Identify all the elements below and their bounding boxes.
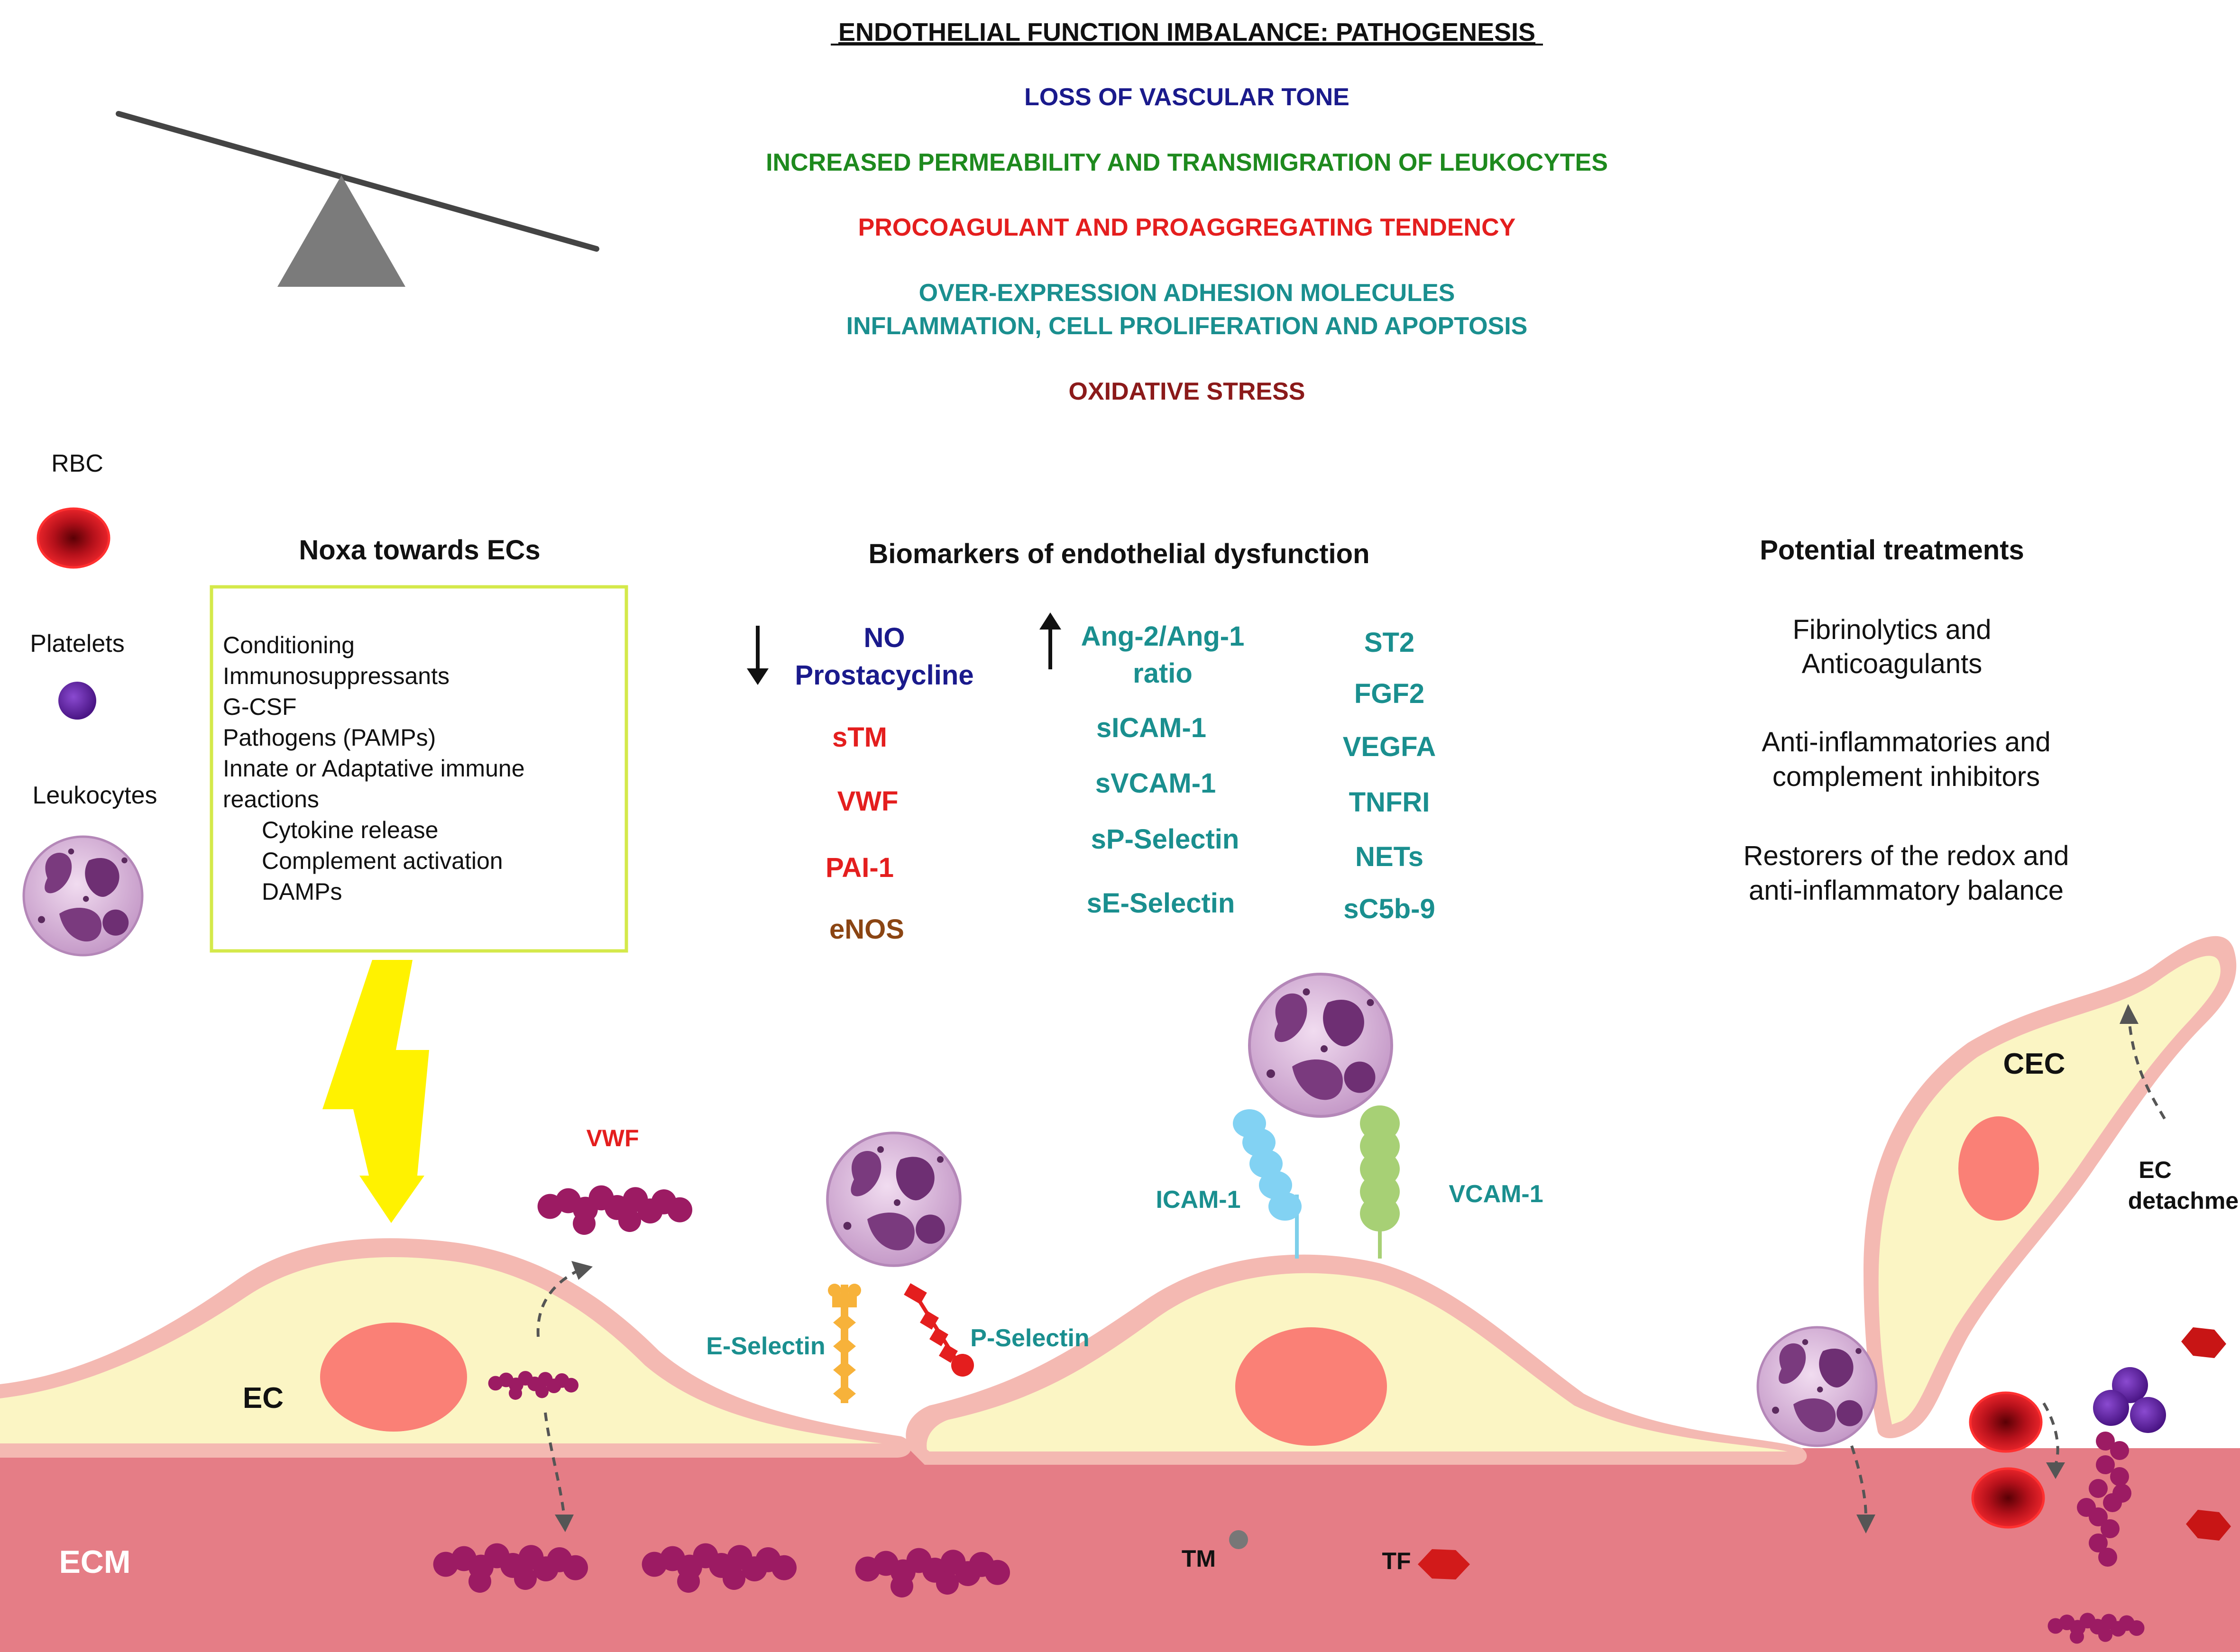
biomarker-nets: NETs xyxy=(1355,841,1423,872)
lightning-bolt-icon xyxy=(322,960,429,1223)
biomarker-st2: ST2 xyxy=(1364,627,1414,658)
vwf-multimer-released xyxy=(537,1185,692,1235)
seesaw-icon xyxy=(116,111,599,287)
ec-label: EC xyxy=(243,1382,284,1415)
biomarker-no: NO xyxy=(864,622,905,653)
tm-molecule-icon xyxy=(1229,1530,1248,1549)
endothelial-cell-middle xyxy=(906,1254,1807,1465)
biomarker-prostacycline: Prostacycline xyxy=(795,660,973,691)
biomarker-sc5b9: sC5b-9 xyxy=(1343,894,1435,924)
tf-molecule-icon xyxy=(2186,1510,2231,1541)
endothelial-cell-left xyxy=(0,1238,911,1458)
treatment-item: Restorers of the redox and xyxy=(1744,840,2069,871)
vwf-label: VWF xyxy=(586,1125,639,1151)
legend-rbc-label: RBC xyxy=(51,450,103,477)
legend-platelets-label: Platelets xyxy=(30,630,124,657)
noxa-item: Conditioning xyxy=(223,632,355,658)
noxa-subitem: Cytokine release xyxy=(262,817,438,843)
nucleus-cec xyxy=(1958,1116,2039,1221)
vcam1-label: VCAM-1 xyxy=(1449,1180,1543,1208)
vwf-secretion-arrows xyxy=(536,1269,579,1517)
cec-label: CEC xyxy=(2003,1048,2066,1080)
biomarker-vegfa: VEGFA xyxy=(1343,731,1436,762)
up-arrow-icon xyxy=(1039,612,1061,669)
biomarker-pai1: PAI-1 xyxy=(826,852,894,883)
treatment-item: anti-inflammatory balance xyxy=(1749,875,2064,906)
treatment-item: Anti-inflammatories and xyxy=(1762,727,2050,758)
biomarker-ang-ratio: Ang-2/Ang-1 xyxy=(1081,621,1245,652)
p-selectin-molecule xyxy=(904,1283,974,1377)
noxa-subitem: DAMPs xyxy=(262,878,342,905)
rbc-extravasated xyxy=(1973,1469,2044,1527)
header-line-permeability: INCREASED PERMEABILITY AND TRANSMIGRATIO… xyxy=(766,149,1608,176)
arrowhead-icon xyxy=(571,1261,593,1280)
down-arrow-icon xyxy=(747,626,769,685)
p-selectin-label: P-Selectin xyxy=(970,1324,1089,1352)
vcam1-molecule xyxy=(1360,1105,1400,1232)
nucleus-middle xyxy=(1235,1327,1387,1446)
leukocyte-rolling xyxy=(827,1133,960,1266)
tm-label: TM xyxy=(1182,1545,1216,1572)
tf-label: TF xyxy=(1382,1548,1411,1574)
leukocyte-icon xyxy=(24,837,142,955)
extravasation-arrow xyxy=(2042,1402,2065,1479)
icam1-molecule xyxy=(1233,1109,1302,1221)
ec-detachment-label: EC xyxy=(2139,1157,2171,1183)
platelet-icon xyxy=(58,682,96,720)
noxa-item: reactions xyxy=(223,786,319,812)
treatment-item: Anticoagulants xyxy=(1802,648,1982,679)
nucleus-left xyxy=(320,1323,467,1432)
platelet-cluster xyxy=(2093,1367,2166,1433)
treatment-item: Fibrinolytics and xyxy=(1792,614,1991,645)
header-line-adhesion: OVER-EXPRESSION ADHESION MOLECULES xyxy=(919,279,1455,307)
noxa-title: Noxa towards ECs xyxy=(299,535,540,566)
noxa-item: G-CSF xyxy=(223,694,297,720)
biomarker-vwf: VWF xyxy=(837,786,899,817)
ecm-layer xyxy=(0,1448,2240,1652)
header-title: ENDOTHELIAL FUNCTION IMBALANCE: PATHOGEN… xyxy=(838,18,1535,46)
noxa-box xyxy=(210,585,628,953)
e-selectin-molecule xyxy=(828,1284,861,1403)
biomarker-tnfri: TNFRI xyxy=(1349,787,1430,818)
vwf-aggregate xyxy=(2077,1432,2131,1567)
biomarker-fgf2: FGF2 xyxy=(1354,678,1424,709)
icam1-label: ICAM-1 xyxy=(1156,1186,1240,1214)
detachment-arrow xyxy=(2120,1004,2166,1120)
biomarker-stm: sTM xyxy=(832,722,887,753)
noxa-list: Conditioning Immunosuppressants G-CSF Pa… xyxy=(223,632,525,905)
biomarker-ang-ratio-2: ratio xyxy=(1133,658,1193,689)
rbc-extravasated xyxy=(1970,1393,2041,1451)
leukocyte-adhered xyxy=(1249,974,1392,1116)
biomarker-se-selectin: sE-Selectin xyxy=(1087,888,1235,919)
e-selectin-label: E-Selectin xyxy=(706,1333,825,1360)
tf-molecule-icon xyxy=(2181,1327,2226,1358)
noxa-subitem: Complement activation xyxy=(262,848,503,874)
noxa-item: Pathogens (PAMPs) xyxy=(223,724,436,751)
header-line-oxidative: OXIDATIVE STRESS xyxy=(1069,378,1305,405)
header-line-procoagulant: PROCOAGULANT AND PROAGGREGATING TENDENCY xyxy=(858,214,1516,241)
arrowhead-icon xyxy=(555,1515,574,1532)
biomarker-svcam1: sVCAM-1 xyxy=(1095,768,1216,799)
biomarker-sp-selectin: sP-Selectin xyxy=(1091,824,1239,855)
noxa-item: Immunosuppressants xyxy=(223,663,450,689)
ec-detachment-label-2: detachment xyxy=(2128,1187,2240,1214)
ecm-label: ECM xyxy=(59,1544,130,1580)
biomarkers-title: Biomarkers of endothelial dysfunction xyxy=(868,538,1369,569)
leukocyte-transmigrating xyxy=(1758,1327,1876,1446)
tf-molecule-icon xyxy=(1418,1549,1470,1579)
rbc-icon xyxy=(38,509,109,567)
biomarker-enos: eNOS xyxy=(829,914,904,945)
header-line-vascular-tone: LOSS OF VASCULAR TONE xyxy=(1024,83,1350,111)
transmigration-arrow xyxy=(1850,1445,1875,1533)
circulating-endothelial-cell xyxy=(1864,936,2237,1439)
noxa-item: Innate or Adaptative immune xyxy=(223,755,525,782)
biomarker-sicam1: sICAM-1 xyxy=(1096,712,1206,743)
legend-leukocytes-label: Leukocytes xyxy=(32,782,157,809)
treatments-title: Potential treatments xyxy=(1760,535,2024,566)
treatment-item: complement inhibitors xyxy=(1772,761,2040,792)
header-line-inflammation: INFLAMMATION, CELL PROLIFERATION AND APO… xyxy=(846,312,1528,340)
